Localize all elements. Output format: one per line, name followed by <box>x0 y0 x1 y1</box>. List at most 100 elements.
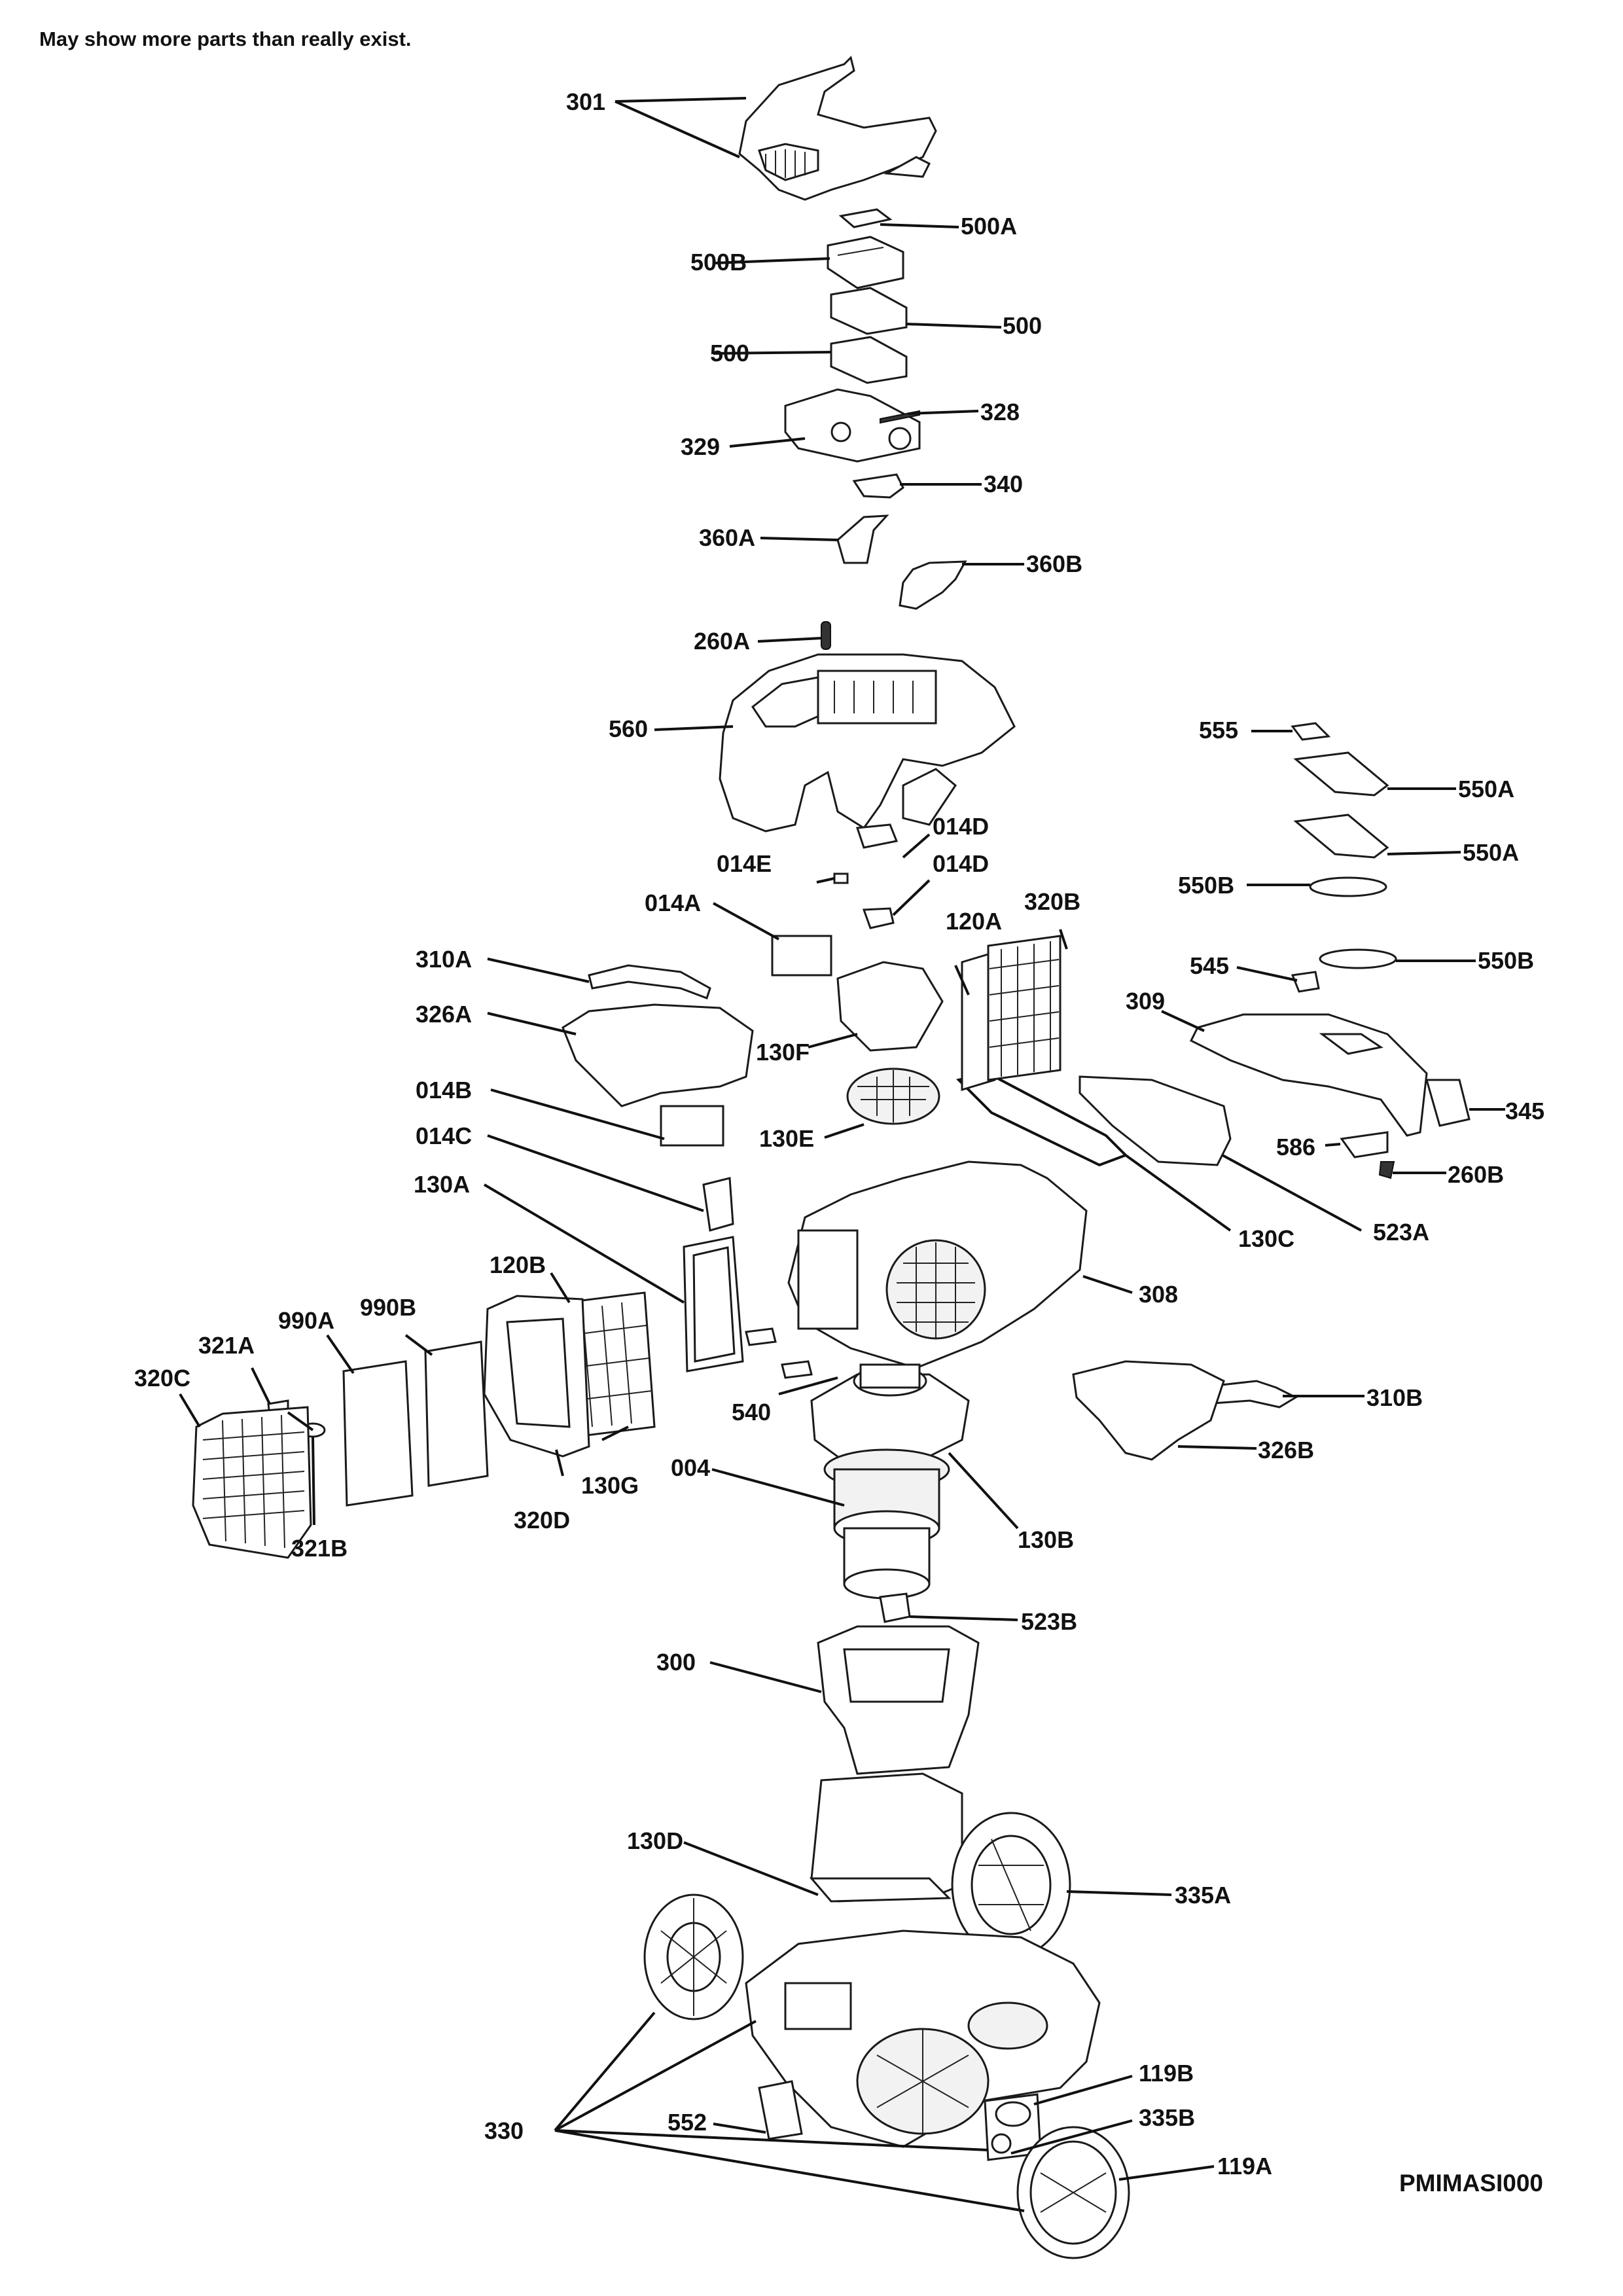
part-326A-side-cover <box>562 1003 754 1107</box>
callout-309: 309 <box>1126 988 1165 1014</box>
callout-523B: 523B <box>1021 1608 1077 1635</box>
part-301-top-cover <box>738 56 937 201</box>
callout-130F: 130F <box>756 1039 810 1066</box>
part-345 <box>1425 1079 1471 1127</box>
callout-119B: 119B <box>1139 2060 1194 2087</box>
callout-310A: 310A <box>416 946 472 973</box>
drawing-code: PMIMASI000 <box>1399 2170 1543 2197</box>
callout-550A-upper: 550A <box>1458 776 1514 802</box>
callout-555: 555 <box>1199 717 1238 744</box>
callout-320C: 320C <box>134 1365 190 1391</box>
callout-300: 300 <box>656 1649 696 1676</box>
part-330-left-wheel <box>643 1893 744 2020</box>
part-014C <box>702 1177 734 1232</box>
callout-328: 328 <box>980 399 1020 425</box>
part-360A <box>836 514 889 564</box>
part-550B-upper <box>1309 876 1387 897</box>
part-523B <box>879 1592 911 1623</box>
callout-120A: 120A <box>946 908 1002 935</box>
callout-014C: 014C <box>416 1122 472 1149</box>
callout-130A: 130A <box>414 1171 470 1198</box>
callout-545: 545 <box>1190 952 1229 979</box>
part-130E-fan <box>846 1067 940 1125</box>
part-320C-grille <box>192 1406 312 1559</box>
part-330-base <box>745 1929 1101 2148</box>
part-500B <box>827 236 904 289</box>
part-014D-upper <box>855 823 899 849</box>
part-990B-filter <box>424 1340 489 1487</box>
part-326B-side-cover <box>1072 1360 1225 1461</box>
callout-523A: 523A <box>1373 1219 1429 1246</box>
callout-014E: 014E <box>717 850 772 877</box>
callout-500B: 500B <box>690 249 747 276</box>
callout-014D-lower: 014D <box>933 850 989 877</box>
part-360B <box>899 560 967 610</box>
callout-labels: 301 500A 500B 500 500 328 329 340 360A 3… <box>134 88 1544 2179</box>
part-300-container <box>817 1625 980 1775</box>
callout-990A: 990A <box>278 1307 334 1334</box>
callout-550A-lower: 550A <box>1463 839 1519 866</box>
callout-014A: 014A <box>645 889 701 916</box>
part-309-cover <box>1189 1013 1428 1137</box>
part-329-cover <box>784 388 921 463</box>
callout-260A: 260A <box>694 628 750 655</box>
callout-345: 345 <box>1505 1098 1544 1124</box>
callout-120B: 120B <box>490 1251 546 1278</box>
callout-329: 329 <box>681 433 720 460</box>
part-500-lower <box>830 336 908 384</box>
callout-990B: 990B <box>360 1294 416 1321</box>
part-550A-upper <box>1293 751 1389 797</box>
part-990A-filter <box>342 1360 414 1507</box>
part-320D-frame <box>483 1295 590 1458</box>
callout-335B: 335B <box>1139 2104 1195 2131</box>
callout-321A: 321A <box>198 1332 255 1359</box>
callout-301: 301 <box>566 88 605 115</box>
callout-340: 340 <box>984 471 1023 497</box>
callout-326A: 326A <box>416 1001 472 1028</box>
part-550B-lower <box>1319 948 1397 969</box>
part-130D-filter-bag <box>809 1772 963 1903</box>
part-014D-lower <box>862 907 895 929</box>
part-552 <box>758 2080 803 2140</box>
part-119A-wheel-cap <box>1016 2126 1130 2259</box>
callout-130B: 130B <box>1018 1526 1074 1553</box>
part-014A <box>771 935 832 977</box>
callout-326B: 326B <box>1258 1437 1314 1463</box>
part-308-main-body <box>787 1160 1088 1369</box>
diagram-note: May show more parts than really exist. <box>39 27 412 50</box>
callout-552: 552 <box>668 2109 707 2136</box>
callout-560: 560 <box>609 715 648 742</box>
part-260B <box>1378 1161 1395 1179</box>
part-540-clips <box>745 1327 813 1379</box>
callout-320D: 320D <box>514 1507 570 1534</box>
callout-540: 540 <box>732 1399 771 1426</box>
callout-500-left: 500 <box>710 340 749 367</box>
callout-308: 308 <box>1139 1281 1178 1308</box>
callout-310B: 310B <box>1366 1384 1423 1411</box>
part-260A <box>821 621 831 650</box>
part-560-upper-housing <box>719 653 1016 833</box>
part-500-upper <box>830 287 908 335</box>
part-130A-filter <box>683 1236 744 1372</box>
part-500A <box>838 208 893 228</box>
callout-119A: 119A <box>1217 2153 1272 2179</box>
callout-130E: 130E <box>759 1125 814 1152</box>
part-014E <box>833 872 849 884</box>
part-310A-handle <box>588 964 711 999</box>
callout-130G: 130G <box>581 1472 639 1499</box>
part-130F-housing <box>836 961 944 1052</box>
callout-014B: 014B <box>416 1077 472 1103</box>
callout-500A: 500A <box>961 213 1017 240</box>
part-545 <box>1291 971 1320 993</box>
part-550A-lower <box>1293 814 1389 859</box>
callout-335A: 335A <box>1175 1882 1231 1909</box>
part-320B-grille <box>987 935 1061 1081</box>
callout-360A: 360A <box>699 524 755 551</box>
part-555 <box>1291 722 1331 741</box>
callout-550B-left: 550B <box>1178 872 1234 899</box>
part-586 <box>1340 1131 1389 1158</box>
callout-320B: 320B <box>1024 888 1080 915</box>
callout-550B-right: 550B <box>1478 947 1534 974</box>
part-119B-335B-wheel-hub <box>984 2093 1042 2161</box>
